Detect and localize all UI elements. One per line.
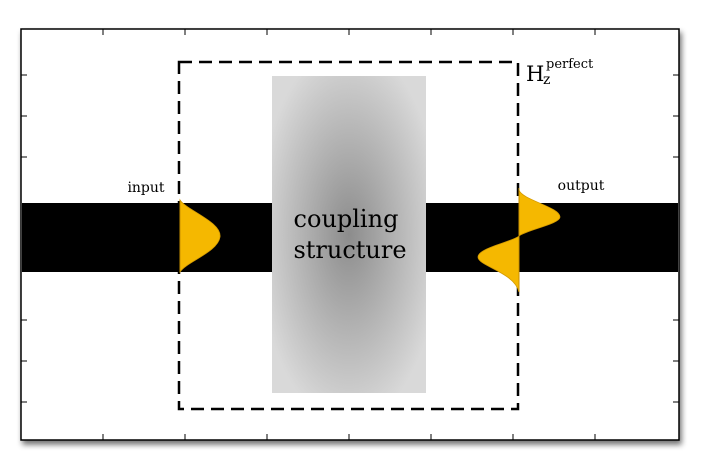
tick-marks <box>21 29 679 440</box>
input-label: input <box>127 180 164 196</box>
output-label: output <box>558 178 605 194</box>
field-label: H z perfect <box>526 57 594 88</box>
field-label-sub: z <box>543 72 550 88</box>
block-label-line1: coupling <box>294 205 399 233</box>
field-label-sup: perfect <box>546 57 594 72</box>
dashed-monitor-box <box>177 60 520 411</box>
half-gaussian-mode-icon <box>179 198 221 274</box>
block-label-line2: structure <box>293 236 406 264</box>
field-label-base: H <box>526 62 544 86</box>
coupling-structure-block <box>272 76 426 393</box>
